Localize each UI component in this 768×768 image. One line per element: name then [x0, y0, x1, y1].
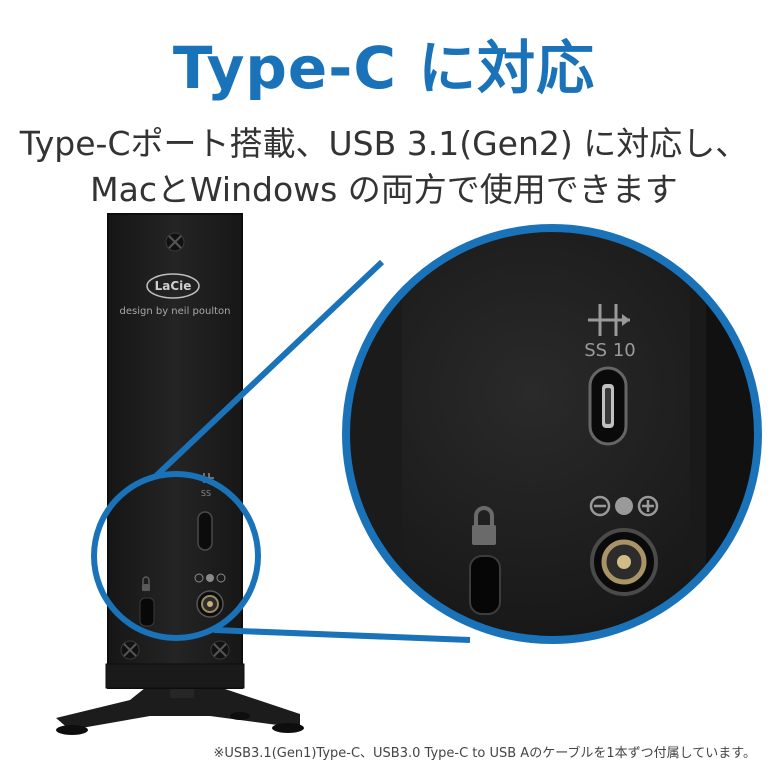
device-body: LaCie design by neil poulton SS	[105, 213, 245, 689]
brand-logo-text: LaCie	[155, 279, 192, 293]
tagline: design by neil poulton	[120, 306, 231, 317]
screw-bottom-left	[120, 640, 140, 660]
footnote: ※USB3.1(Gen1)Type-C、USB3.0 Type-C to USB…	[213, 746, 756, 761]
power-jack-small	[196, 590, 224, 618]
security-slot	[469, 555, 501, 615]
svg-text:SS: SS	[201, 489, 211, 498]
usb-c-port-small	[197, 511, 213, 551]
small-focus-circle	[91, 471, 261, 641]
lock-slot-small	[139, 576, 155, 627]
screw-top	[165, 232, 185, 252]
screw-bottom-right	[210, 640, 230, 660]
zoom-circle-border	[342, 224, 762, 644]
lock-icon	[472, 506, 496, 545]
usb-c-port	[588, 366, 628, 446]
power-jack	[590, 528, 658, 596]
usb-ss-label: SS 10	[584, 340, 635, 361]
zoom-circle: SS 10	[342, 224, 762, 644]
connector-line-bottom	[213, 627, 471, 643]
subtitle-line-1: Type-Cポート搭載、USB 3.1(Gen2) に対応し、	[19, 124, 749, 163]
usb-ss-icon: SS 10	[584, 304, 636, 361]
dc-symbol-small	[194, 573, 226, 583]
dc-symbol	[589, 495, 659, 517]
headline: Type-C に対応	[172, 34, 596, 102]
subtitle-line-2: MacとWindows の両方で使用できます	[90, 170, 678, 209]
brand-logo: LaCie	[146, 273, 200, 299]
connector-line-top	[153, 259, 385, 479]
